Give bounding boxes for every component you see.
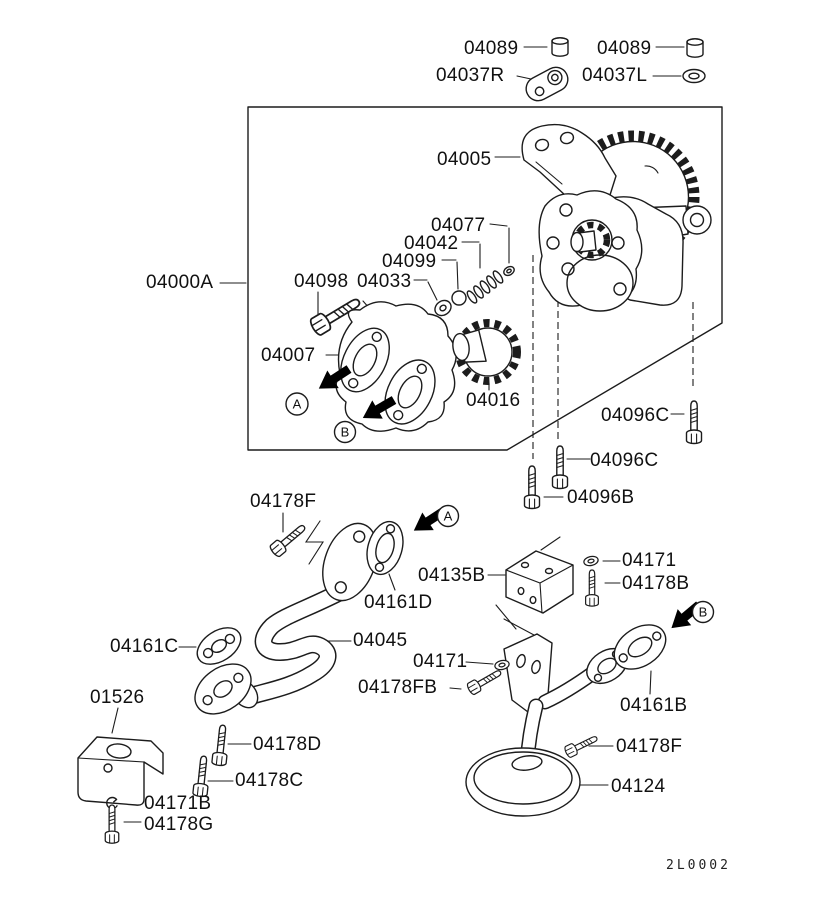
bolt-04096c-right (685, 400, 703, 445)
bolt-04096c-mid (551, 445, 569, 490)
bolt-04178d (211, 723, 231, 767)
gasket-04161d (366, 520, 404, 576)
part-label-04178b: 04178B (622, 573, 690, 594)
gasket-04161c (196, 627, 242, 665)
bolt-04178b (585, 569, 599, 607)
view-marker-b-box: B (333, 420, 357, 444)
bushing-04033 (434, 299, 452, 317)
bolt-04178c (192, 754, 212, 798)
part-label-04124: 04124 (611, 776, 666, 797)
gasket-04037r (525, 66, 569, 102)
part-label-04171b: 04171B (144, 793, 212, 814)
part-label-04178c: 04178C (235, 770, 304, 791)
part-label-04089-right: 04089 (597, 38, 652, 59)
washer-04171-upper (582, 554, 600, 568)
block-04135b (505, 550, 574, 614)
part-label-04007: 04007 (261, 345, 316, 366)
gasket-04161b (613, 624, 667, 670)
pin-04089-right (686, 38, 704, 58)
part-label-04178fb: 04178FB (358, 677, 438, 698)
view-marker-a-box: A (285, 392, 309, 416)
ball-04099 (451, 290, 467, 306)
oil-pipe-04045 (194, 522, 378, 715)
part-label-04089-left: 04089 (464, 38, 519, 59)
oring-04077 (503, 265, 515, 277)
part-label-04042: 04042 (404, 233, 459, 254)
part-label-04098: 04098 (294, 271, 349, 292)
svg-text:A: A (293, 397, 302, 412)
part-label-04171-mid: 04171 (413, 651, 468, 672)
part-label-04033: 04033 (357, 271, 412, 292)
part-label-04000a: 04000A (146, 272, 214, 293)
part-label-04171-upper: 04171 (622, 550, 677, 571)
part-label-04161c: 04161C (110, 636, 179, 657)
svg-text:A: A (444, 509, 453, 524)
part-label-04135b: 04135B (418, 565, 486, 586)
part-label-04096c-mid: 04096C (590, 450, 659, 471)
svg-text:B: B (699, 605, 708, 620)
view-marker-b-strainer: B (691, 600, 715, 624)
pin-04089-left (551, 37, 569, 57)
part-label-04037l: 04037L (582, 65, 648, 86)
part-label-04161d: 04161D (364, 592, 433, 613)
part-label-04178g: 04178G (144, 814, 214, 835)
part-label-04037r: 04037R (436, 65, 505, 86)
drawing-code: 2L0002 (666, 858, 731, 873)
part-label-04016: 04016 (466, 390, 521, 411)
oil-pump-drawing (521, 123, 712, 312)
bolt-04178g (104, 804, 120, 844)
part-label-04178f-upper: 04178F (250, 491, 317, 512)
part-label-04096b: 04096B (567, 487, 635, 508)
gear-04016 (452, 319, 521, 385)
svg-text:B: B (341, 425, 350, 440)
washer-04037l (682, 68, 706, 84)
part-label-04045: 04045 (353, 630, 408, 651)
spring-04042 (466, 270, 504, 304)
assembly-outline-box (247, 106, 723, 451)
part-label-04005: 04005 (437, 149, 492, 170)
bracket-01526 (77, 736, 164, 806)
view-marker-a-pipe: A (436, 504, 460, 528)
part-label-04099: 04099 (382, 251, 437, 272)
part-label-04096c-right: 04096C (601, 405, 670, 426)
rotor-cover-04007 (335, 301, 457, 432)
part-label-01526: 01526 (90, 687, 145, 708)
bolt-04096b (523, 465, 541, 510)
part-label-04178f-lower: 04178F (616, 736, 683, 757)
bolt-04178fb (465, 665, 505, 697)
part-label-04161b: 04161B (620, 695, 688, 716)
part-label-04178d: 04178D (253, 734, 322, 755)
bolt-04178f-upper (267, 520, 310, 559)
strainer-04124 (465, 633, 628, 817)
bolt-04178f-lower (563, 732, 600, 759)
part-label-04077: 04077 (431, 215, 486, 236)
